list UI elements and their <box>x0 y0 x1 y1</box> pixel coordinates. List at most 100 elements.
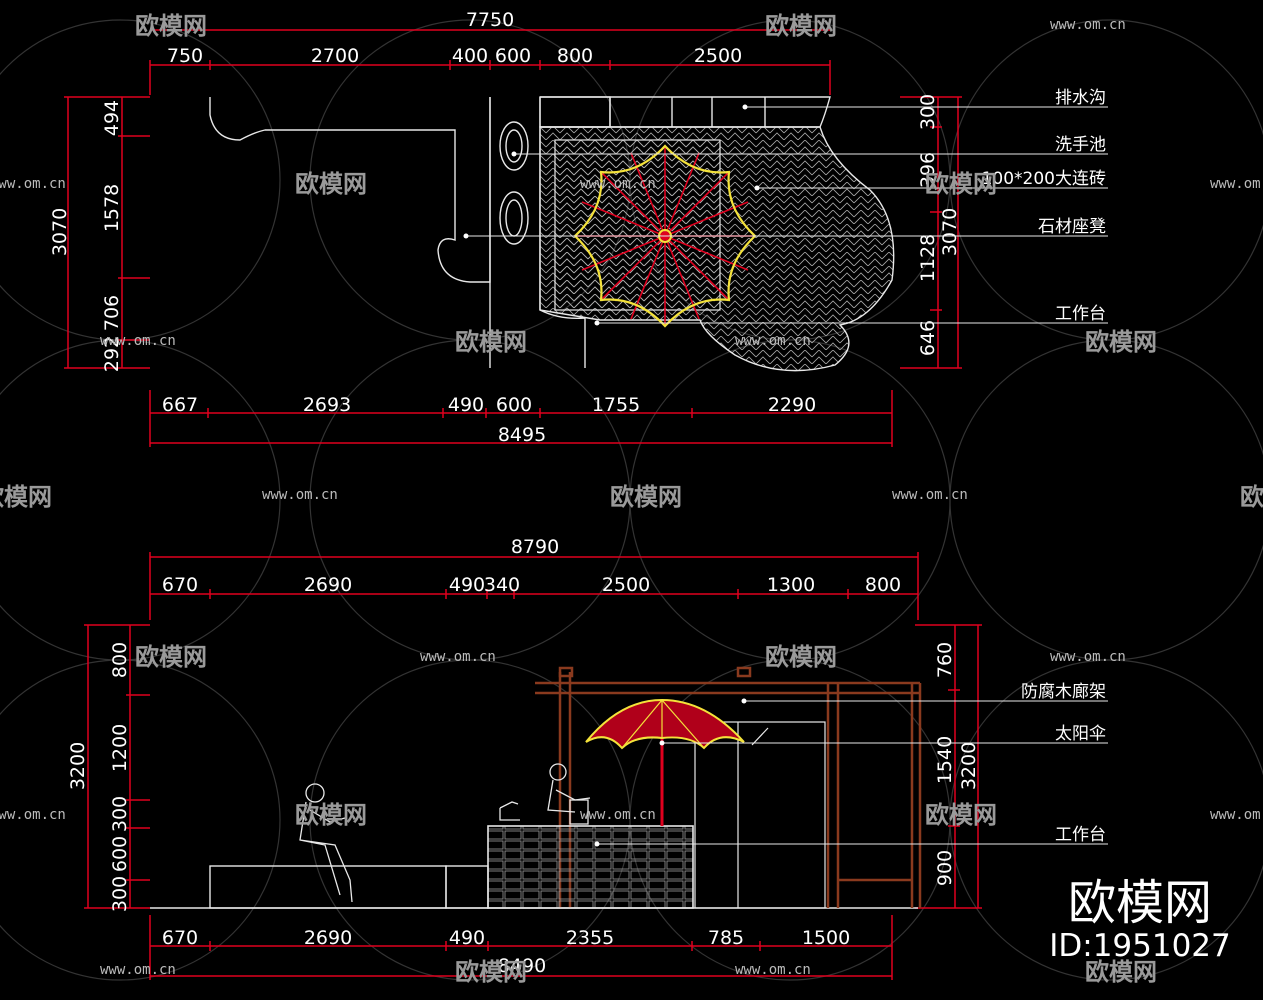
elev-callout-pergola: 防腐木廊架 <box>1021 682 1106 702</box>
watermark-site: www.om.cn <box>892 487 968 503</box>
elev-bottom-dim-4: 2355 <box>566 927 614 949</box>
plan-view: 7750 750 2700 400 600 800 2500 3070 494 … <box>49 9 1108 447</box>
elev-bottom-dim-6: 1500 <box>802 927 850 949</box>
elev-top-dim-3: 490 <box>449 574 485 596</box>
plan-bottom-dim-1: 667 <box>162 394 198 416</box>
watermark-site: www.om.cn <box>1210 176 1263 192</box>
plan-bottom-dim-6: 2290 <box>768 394 816 416</box>
plan-top-dim-2: 2700 <box>311 45 359 67</box>
watermark-site: www.om.cn <box>0 807 66 823</box>
plan-bottom-dim-3: 490 <box>448 394 484 416</box>
watermark-brand: 欧模网 <box>1085 958 1157 986</box>
watermark-site: www.om.cn <box>100 962 176 978</box>
plan-bottom-total-label: 8495 <box>498 424 546 446</box>
elev-glass-door <box>694 721 826 909</box>
umbrella-plan <box>573 144 757 328</box>
plan-bottom-dim-2: 2693 <box>303 394 351 416</box>
plan-top-dim-5: 800 <box>557 45 593 67</box>
plan-bottom-dimension-lines <box>149 390 893 447</box>
elev-bottom-dim-3: 490 <box>449 927 485 949</box>
watermark-site: www.om.cn <box>1050 17 1126 33</box>
plan-top-dim-3: 400 <box>452 45 488 67</box>
plan-left-dimension-lines <box>64 96 150 369</box>
person-sitting-icon <box>299 783 353 903</box>
brand-name: 欧模网 <box>1068 875 1212 931</box>
watermark-brand: 欧模网 <box>765 643 837 671</box>
watermarks: 欧模网 欧模网 www.om.cn www.om.cn www.om.cn 欧模… <box>0 12 1263 986</box>
plan-top-dimension-lines <box>149 29 831 95</box>
elev-top-dim-7: 800 <box>865 574 901 596</box>
umbrella-elevation <box>585 698 745 826</box>
plan-callout-washbasin: 洗手池 <box>1055 135 1106 155</box>
elev-workbench <box>487 825 694 909</box>
watermark-brand: 欧模网 <box>295 801 367 829</box>
plan-right-dim-1: 300 <box>917 94 939 130</box>
watermark-site: www.om.cn <box>1210 807 1263 823</box>
elev-right-dim-3: 900 <box>934 850 956 886</box>
elev-bottom-dim-1: 670 <box>162 927 198 949</box>
watermark-site: www.om.cn <box>262 487 338 503</box>
elev-bottom-dimension-lines <box>149 915 893 980</box>
watermark-site: www.om.cn <box>735 962 811 978</box>
plan-bottom-dim-5: 1755 <box>592 394 640 416</box>
plan-callout-workbench: 工作台 <box>1055 304 1106 324</box>
watermark-brand: 欧模网 <box>925 170 997 198</box>
watermark-site: www.om.cn <box>580 807 656 823</box>
plan-right-total-label: 3070 <box>939 208 961 256</box>
watermark-site: www.om.cn <box>1050 649 1126 665</box>
watermark-brand: 欧模网 <box>455 958 527 986</box>
plan-leaders <box>466 106 1108 324</box>
watermark-site: www.om.cn <box>0 176 66 192</box>
elev-leader-dots <box>594 698 747 847</box>
elev-bottom-total-label: 8490 <box>498 955 546 977</box>
elev-callout-umbrella: 太阳伞 <box>1055 724 1106 744</box>
watermark-brand: 欧模网 <box>0 483 52 511</box>
elev-top-dim-6: 1300 <box>767 574 815 596</box>
plan-right-dim-3: 1128 <box>917 234 939 282</box>
elev-left-dim-1: 800 <box>109 642 131 678</box>
brand-id: ID:1951027 <box>1049 928 1231 964</box>
elev-bottom-dim-5: 785 <box>708 927 744 949</box>
plan-left-dim-3: 706 <box>101 295 123 331</box>
elev-callout-workbench: 工作台 <box>1055 825 1106 845</box>
elev-top-dim-4: 340 <box>484 574 520 596</box>
watermark-brand: 欧模网 <box>135 12 207 40</box>
elev-right-dim-2: 1540 <box>934 736 956 784</box>
elev-benches <box>209 865 489 909</box>
person-at-workbench-icon <box>499 763 591 825</box>
plan-top-dim-6: 2500 <box>694 45 742 67</box>
elev-top-dim-2: 2690 <box>304 574 352 596</box>
elev-left-dim-5: 300 <box>109 876 131 912</box>
plan-left-dim-2: 1578 <box>101 184 123 232</box>
elev-top-dimension-lines <box>149 552 919 620</box>
plan-right-dim-2: 396 <box>917 152 939 188</box>
elev-top-dim-1: 670 <box>162 574 198 596</box>
watermark-brand: 欧模网 <box>1085 328 1157 356</box>
watermark-brand: 欧模网 <box>135 643 207 671</box>
pergola-timber <box>535 666 922 908</box>
plan-left-dim-1: 494 <box>101 100 123 136</box>
elevation-view: 8790 670 2690 490 340 2500 1300 800 3200… <box>67 536 1108 980</box>
watermark-brand: 欧模网 <box>295 170 367 198</box>
watermark-brand: 欧模网 <box>765 12 837 40</box>
watermark-site: www.om.cn <box>735 333 811 349</box>
plan-callout-drain: 排水沟 <box>1055 88 1106 108</box>
plan-top-dim-1: 750 <box>167 45 203 67</box>
watermark-brand: 欧模网 <box>610 483 682 511</box>
watermark-brand: 欧模网 <box>1240 483 1263 511</box>
elev-top-total-label: 8790 <box>511 536 559 558</box>
elev-leaders <box>597 700 1108 845</box>
plan-left-dim-4: 292 <box>101 336 123 372</box>
watermark-site: www.om.cn <box>100 333 176 349</box>
watermark-brand: 欧模网 <box>925 801 997 829</box>
elev-right-total-label: 3200 <box>958 742 980 790</box>
elev-left-dim-4: 600 <box>109 836 131 872</box>
plan-top-dim-4: 600 <box>495 45 531 67</box>
elev-right-dimension-lines <box>915 624 982 909</box>
elev-top-dim-5: 2500 <box>602 574 650 596</box>
plan-top-total-label: 7750 <box>466 9 514 31</box>
watermark-brand: 欧模网 <box>455 328 527 356</box>
elev-right-dim-1: 760 <box>934 642 956 678</box>
elev-left-total-label: 3200 <box>67 742 89 790</box>
